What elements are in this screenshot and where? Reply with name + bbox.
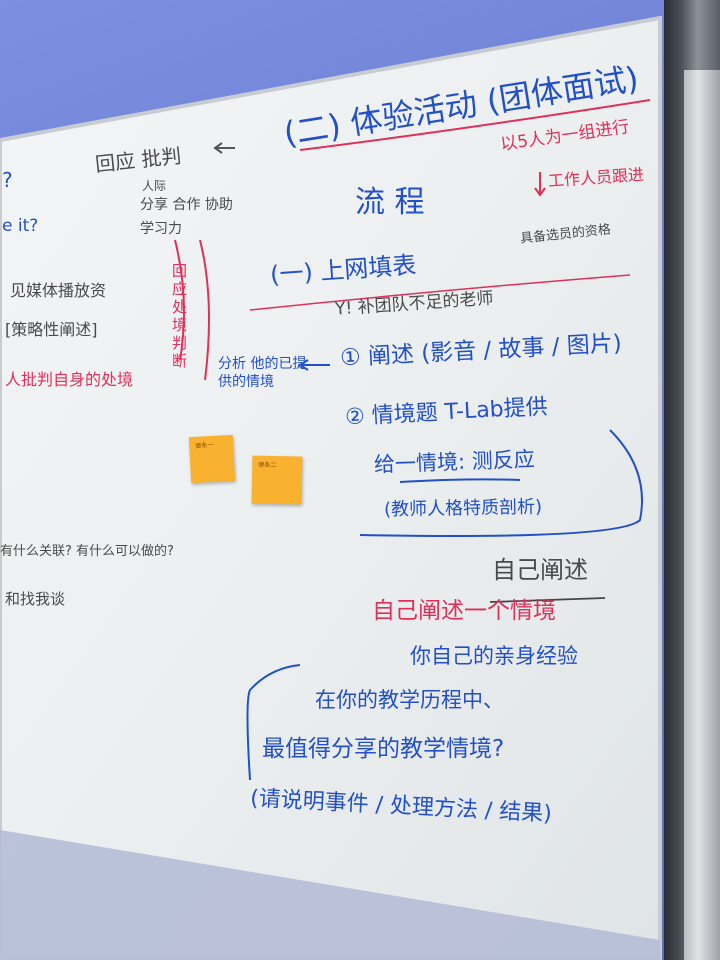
question-bracket (246, 664, 301, 781)
left-note-3: 学习力 (140, 221, 182, 237)
step3-a: 给一情境: 测反应 (373, 447, 536, 477)
sticky-note-1: 便条一 (188, 434, 236, 484)
blue-brace (359, 429, 643, 537)
step3a-underline (399, 478, 521, 483)
pink-divider (249, 274, 631, 311)
whiteboard-bottom-edge (0, 830, 660, 960)
whiteboard-panel (0, 15, 662, 960)
left-arrow-title (213, 142, 235, 154)
left-edge-text-6: 有什么关联? 有什么可以做的? (0, 544, 174, 559)
sticky-note-2-label: 便条二 (258, 461, 277, 469)
left-edge-text-4: [策略性阐述] (5, 320, 98, 339)
red-arrow (534, 172, 546, 197)
left-edge-text-1: ? (2, 168, 13, 192)
annotation-note: 分析 他的已提供的情境 (218, 356, 307, 391)
step3-b: (教师人格特质剖析) (383, 496, 543, 521)
red-vertical-text: 回应 处境 判断 (172, 262, 188, 370)
title-underline (299, 99, 651, 151)
sticky-note-1-label: 便条一 (195, 441, 214, 450)
left-edge-text-3: 见媒体播放资 (10, 281, 107, 300)
question-line-1: 在你的教学历程中、 (315, 688, 504, 712)
door-frame-edge (684, 70, 720, 960)
self-heading-underline (489, 597, 606, 603)
question-line-2: 最值得分享的教学情境? (262, 736, 505, 762)
left-edge-text-2: e it? (2, 216, 39, 236)
blue-arrow (298, 359, 330, 371)
self-a: 自己阐述一个情境 (372, 598, 556, 624)
process-heading: 流 程 (355, 185, 425, 220)
left-note-2: 分享 合作 协助 (140, 197, 233, 213)
left-edge-text-7: 和找我谈 (5, 590, 66, 608)
red-wavy-mark-2 (199, 239, 210, 381)
left-note-1: 人际 (142, 179, 167, 193)
self-b: 你自己的亲身经验 (410, 644, 578, 668)
left-edge-text-5: 人批判自身的处境 (5, 370, 134, 389)
red-wavy-mark (174, 239, 185, 361)
self-heading: 自己阐述 (492, 556, 588, 584)
sticky-note-2: 便条二 (251, 455, 303, 505)
